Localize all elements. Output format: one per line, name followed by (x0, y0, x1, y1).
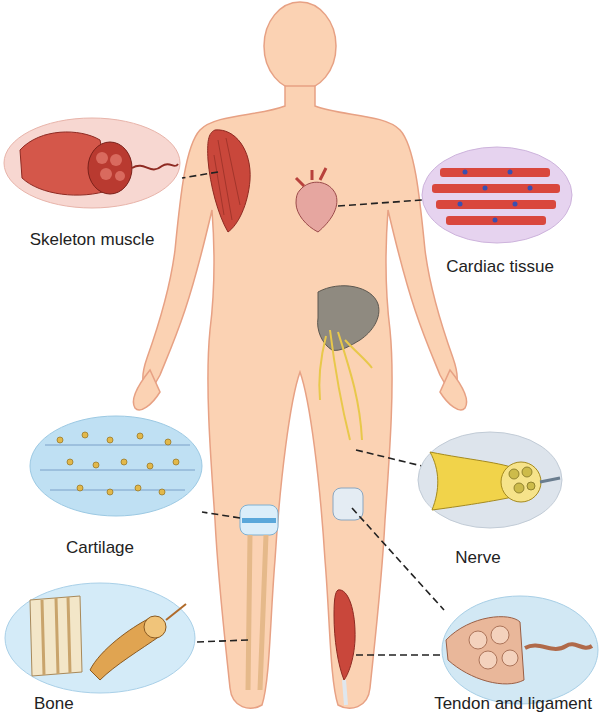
callout-ellipse (4, 118, 180, 208)
callout-ellipse (30, 416, 202, 516)
heart (296, 182, 337, 232)
left-shin-bones (248, 535, 266, 690)
leader-lines (182, 172, 444, 655)
torso-limbs (143, 86, 457, 708)
callout-ellipse (418, 432, 562, 528)
nerve-fibres (319, 330, 372, 440)
leader-line (356, 450, 422, 466)
chondrocytes (57, 432, 179, 495)
bone-block (30, 596, 82, 676)
callout-ellipse (5, 583, 195, 693)
axon (540, 478, 560, 482)
collagen-fibre (166, 604, 186, 620)
matrix-fibres (40, 445, 195, 490)
leader-line (182, 172, 218, 178)
callout-ellipse (442, 596, 598, 704)
myofibril-helix (132, 164, 178, 169)
leader-line (338, 200, 422, 206)
leader-line (202, 512, 240, 518)
part-label: Skeleton muscle (30, 230, 155, 250)
fibril (525, 644, 592, 649)
fascicles (509, 467, 535, 493)
leader-line (196, 640, 248, 642)
right-knee-joint (333, 488, 363, 520)
right-hand (440, 370, 467, 410)
body-silhouette (133, 2, 466, 708)
tendon-bundle (446, 617, 524, 684)
fascicles (96, 152, 125, 181)
leader-line (352, 508, 444, 610)
left-knee-joint (240, 505, 278, 535)
organs (208, 130, 379, 705)
part-label: Tendon and ligament (434, 694, 592, 714)
heart-vessels (296, 168, 326, 186)
shoulder-muscle (208, 130, 250, 232)
osteon-end (144, 616, 166, 638)
part-label: Cardiac tissue (446, 257, 554, 277)
osteons (42, 597, 70, 675)
left-knee-cartilage (242, 518, 276, 523)
hip-bone (318, 286, 379, 351)
callout-ellipse (422, 147, 572, 243)
part-label: Cartilage (66, 538, 134, 558)
tendon-callout (442, 596, 598, 704)
leader-line (356, 654, 440, 656)
muscle-fibre-lines (214, 138, 240, 220)
left-hand (133, 370, 160, 410)
muscle-cross-section (88, 142, 132, 194)
nerve-callout (418, 432, 562, 528)
bone-callout (5, 583, 195, 693)
cardiac-fibres (432, 168, 560, 225)
part-label: Bone (34, 694, 74, 714)
nerve-cross-section (501, 462, 541, 502)
head (264, 2, 336, 90)
nuclei (458, 170, 533, 223)
cartilage-callout (30, 416, 202, 516)
skeleton-muscle-callout (4, 118, 180, 208)
fascicles (469, 626, 518, 669)
part-label: Nerve (455, 548, 500, 568)
calf-muscle (334, 590, 355, 680)
achilles-tendon (344, 680, 346, 705)
cardiac-tissue-callout (422, 147, 572, 243)
